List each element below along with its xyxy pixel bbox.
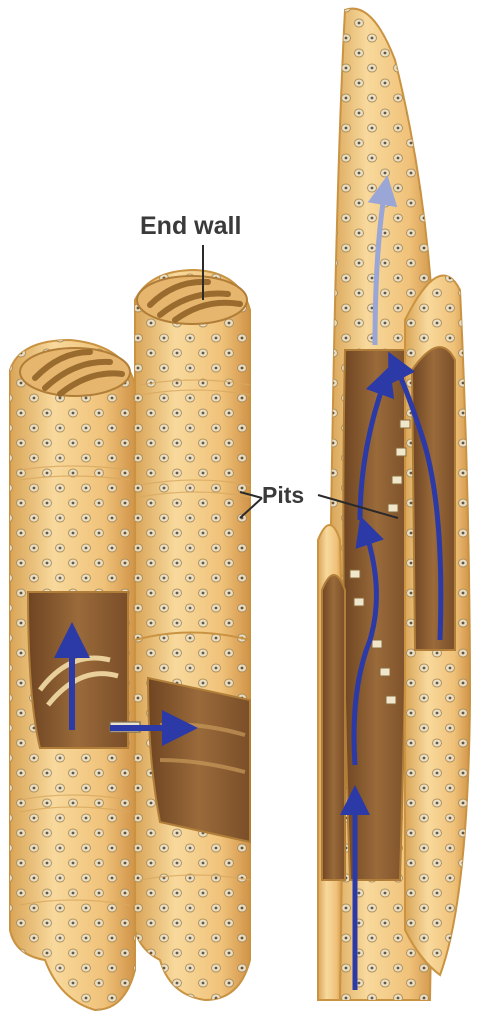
end-wall-label: End wall bbox=[140, 212, 241, 241]
tracheid-right bbox=[405, 275, 470, 975]
pits-label: Pits bbox=[262, 482, 304, 509]
vessel-element-middle bbox=[135, 270, 250, 1000]
tracheid-left bbox=[318, 525, 345, 1000]
